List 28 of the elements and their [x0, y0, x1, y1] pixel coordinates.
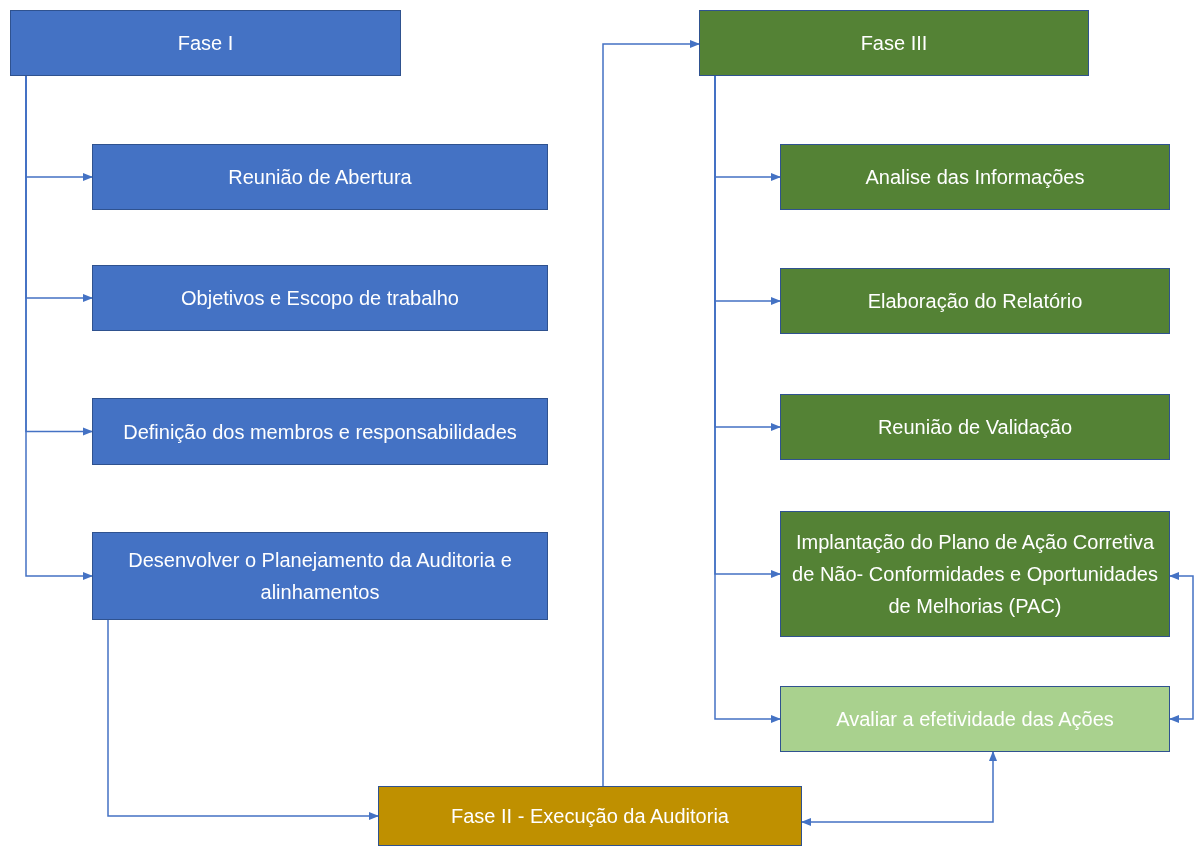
step-box: [780, 144, 1170, 210]
step-box: [92, 532, 548, 620]
arrow: [800, 750, 998, 827]
box-label: Fase III: [860, 31, 928, 56]
phase-box: [10, 10, 401, 76]
box-label: Fase I: [177, 31, 234, 56]
step-box: [92, 398, 548, 465]
box-label: Objetivos e Escopo de trabalho: [181, 286, 459, 311]
box-label: Implantação do Plano de Ação Corretiva de Não- Conformidades e Oportunidades de Melhorias (PAC): [791, 530, 1159, 619]
step-box: [780, 268, 1170, 334]
box-label: Reunião de Abertura: [228, 165, 412, 190]
box-label: Desenvolver o Planejamento da Auditoria e alinhamentos: [127, 548, 513, 605]
box-label: Elaboração do Relatório: [867, 289, 1083, 314]
box-label: Fase II - Execução da Auditoria: [451, 804, 729, 829]
box-label: Avaliar a efetividade das Ações: [836, 707, 1114, 732]
step-box: [92, 265, 548, 331]
step-box: [780, 686, 1170, 752]
arrow: [107, 619, 380, 821]
step-box: [92, 144, 548, 210]
phase-box: [378, 786, 802, 846]
arrow: [602, 39, 701, 787]
step-box: [780, 511, 1170, 637]
phase-box: [699, 10, 1089, 76]
box-label: Analise das Informações: [865, 165, 1085, 190]
arrow: [1168, 571, 1194, 724]
box-label: Reunião de Validação: [877, 415, 1073, 440]
box-label: Definição dos membros e responsabilidades: [123, 419, 517, 445]
step-box: [780, 394, 1170, 460]
